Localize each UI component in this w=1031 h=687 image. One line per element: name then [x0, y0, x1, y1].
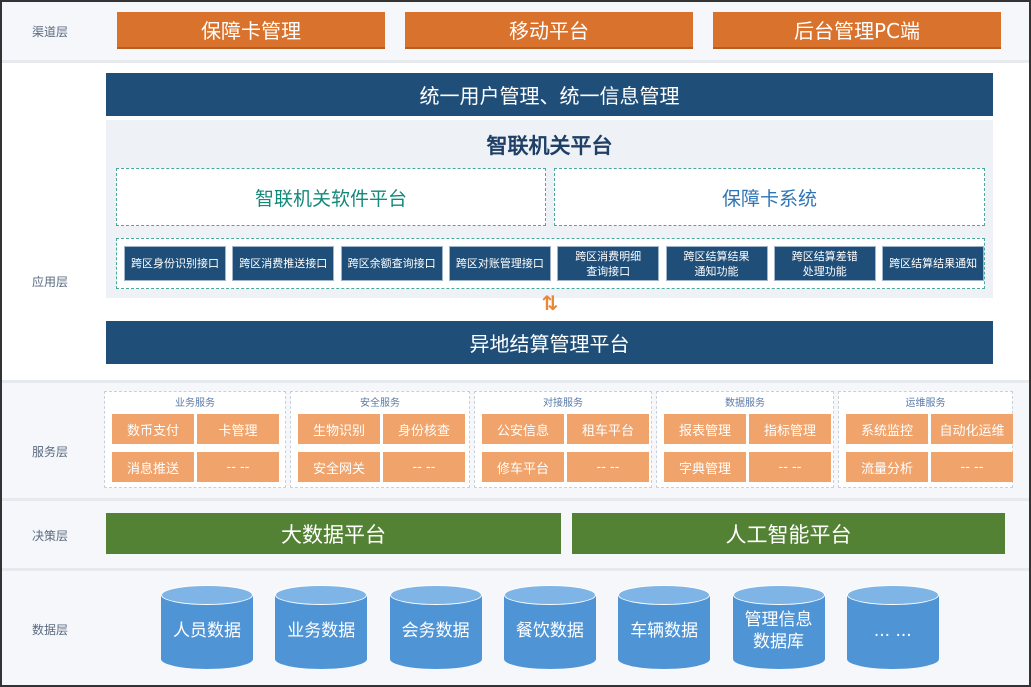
service-item: 身份核查 — [383, 414, 465, 444]
service-group: 业务服务数币支付卡管理消息推送-- -- — [104, 391, 286, 488]
interface-box: 跨区余额查询接口 — [340, 246, 443, 281]
service-group: 运维服务系统监控自动化运维流量分析-- -- — [838, 391, 1013, 488]
interface-box: 跨区身份识别接口 — [124, 246, 226, 281]
interface-box: 跨区消费明细 查询接口 — [557, 246, 660, 281]
big-data-platform: 大数据平台 — [106, 513, 561, 554]
service-item: -- -- — [567, 452, 649, 482]
service-item: 自动化运维 — [931, 414, 1013, 444]
ai-platform: 人工智能平台 — [572, 513, 1005, 554]
service-item: 数币支付 — [112, 414, 194, 444]
interface-box: 跨区结算结果通知 — [882, 246, 985, 281]
channel-mobile-platform: 移动平台 — [405, 12, 693, 49]
service-group-title: 运维服务 — [905, 398, 946, 409]
platform-title: 智联机关平台 — [486, 134, 613, 158]
service-group: 安全服务生物识别身份核查安全网关-- -- — [290, 391, 470, 488]
service-group-title: 安全服务 — [360, 398, 400, 409]
interface-box: 跨区结算结果 通知功能 — [665, 246, 768, 281]
database-label: 车辆数据 — [630, 621, 699, 641]
layer-label-channel: 渠道层 — [31, 25, 68, 39]
bidirectional-arrow-icon: ⇅ — [541, 291, 559, 315]
database-label: 餐饮数据 — [515, 621, 584, 641]
service-item: -- -- — [383, 452, 465, 482]
service-item: -- -- — [931, 452, 1013, 482]
service-item: 消息推送 — [112, 452, 194, 482]
database-cylinder: 餐饮数据 — [503, 585, 596, 669]
service-item: -- -- — [197, 452, 279, 482]
card-system-box: 保障卡系统 — [554, 168, 985, 226]
database-label: 业务数据 — [287, 621, 356, 641]
service-item: 租车平台 — [567, 414, 649, 444]
service-item: 报表管理 — [664, 414, 746, 444]
database-cylinder: ... ... — [846, 585, 939, 669]
service-group: 对接服务公安信息租车平台修车平台-- -- — [474, 391, 652, 488]
database-label: 会务数据 — [401, 621, 470, 641]
database-label: 人员数据 — [173, 621, 241, 641]
service-item: 卡管理 — [197, 414, 279, 444]
service-group-title: 对接服务 — [543, 398, 583, 409]
channel-admin-pc: 后台管理PC端 — [713, 12, 1001, 49]
service-item: 生物识别 — [298, 414, 380, 444]
service-item: 字典管理 — [664, 452, 746, 482]
service-item: -- -- — [749, 452, 831, 482]
service-group: 数据服务报表管理指标管理字典管理-- -- — [656, 391, 834, 488]
remote-settlement-bar: 异地结算管理平台 — [106, 321, 993, 364]
channel-card-management: 保障卡管理 — [117, 12, 385, 49]
service-item: 系统监控 — [846, 414, 928, 444]
interface-box: 跨区结算差错 处理功能 — [773, 246, 876, 281]
interface-box: 跨区消费推送接口 — [232, 246, 335, 281]
service-item: 公安信息 — [482, 414, 564, 444]
database-label: 管理信息 数据库 — [744, 610, 813, 652]
layer-label-service: 服务层 — [31, 445, 68, 459]
service-item: 修车平台 — [482, 452, 564, 482]
database-cylinder: 车辆数据 — [618, 585, 711, 669]
service-item: 指标管理 — [749, 414, 831, 444]
service-item: 安全网关 — [298, 452, 380, 482]
database-cylinder: 业务数据 — [275, 585, 368, 669]
layer-label-decision: 决策层 — [31, 529, 68, 543]
service-item: 流量分析 — [846, 452, 928, 482]
database-cylinder: 会务数据 — [389, 585, 482, 669]
database-cylinder: 人员数据 — [161, 585, 253, 669]
interface-box: 跨区对账管理接口 — [448, 246, 551, 281]
software-platform-box: 智联机关软件平台 — [116, 168, 546, 226]
database-label: ... ... — [873, 621, 912, 641]
layer-label-application: 应用层 — [31, 275, 68, 289]
service-group-title: 数据服务 — [725, 398, 765, 409]
service-group-title: 业务服务 — [175, 398, 215, 409]
layer-label-data: 数据层 — [31, 623, 68, 637]
unified-management-bar: 统一用户管理、统一信息管理 — [106, 73, 993, 116]
database-cylinder: 管理信息 数据库 — [732, 585, 825, 669]
